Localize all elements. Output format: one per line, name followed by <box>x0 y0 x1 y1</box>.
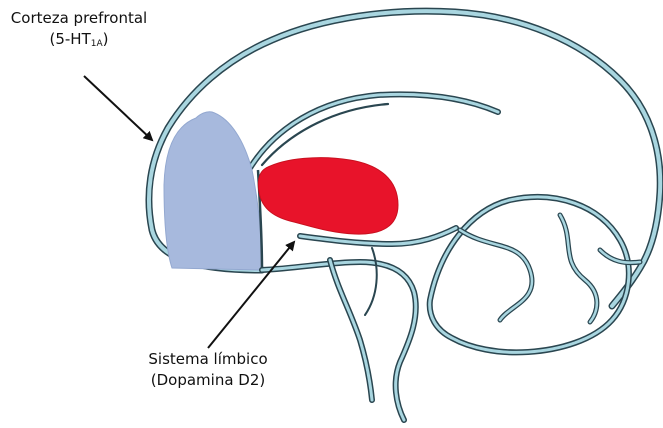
prefrontal-receptor-subscript: 1A <box>91 39 103 49</box>
limbic-system-region <box>258 158 398 234</box>
brainstem-outline <box>262 228 456 420</box>
prefrontal-arrow <box>84 76 152 140</box>
prefrontal-receptor-label: (5-HT1A) <box>6 29 152 55</box>
prefrontal-receptor-main: (5-HT <box>50 30 91 48</box>
prefrontal-receptor-close: ) <box>103 30 109 48</box>
limbic-system-title: Sistema límbico <box>128 349 288 370</box>
prefrontal-cortex-title: Corteza prefrontal <box>6 8 152 29</box>
corpus-callosum <box>250 94 498 168</box>
prefrontal-cortex-label: Corteza prefrontal (5-HT1A) <box>6 8 152 55</box>
cerebellum-outline <box>430 197 640 352</box>
limbic-receptor-label: (Dopamina D2) <box>128 370 288 391</box>
limbic-system-label: Sistema límbico (Dopamina D2) <box>128 349 288 391</box>
prefrontal-cortex-region <box>164 112 262 270</box>
